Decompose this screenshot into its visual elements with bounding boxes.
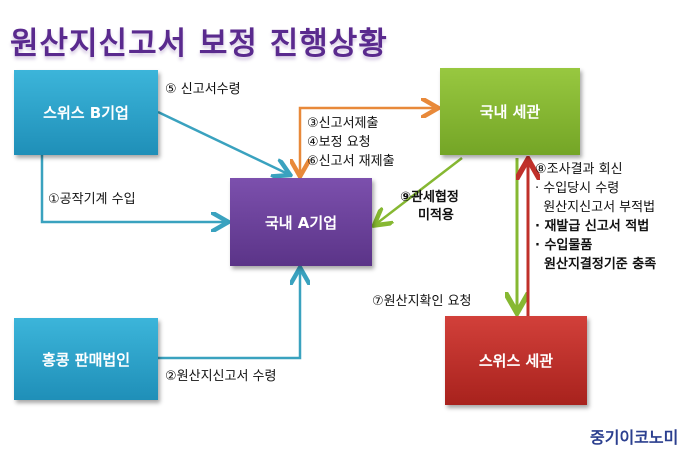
arrow-customs-to-a <box>376 157 463 224</box>
box-swiss-customs: 스위스 세관 <box>445 316 587 405</box>
label-step4: ④보정 요청 <box>307 135 371 150</box>
label-step8: ⑧조사결과 회신 <box>535 162 623 177</box>
label-step1: ①공작기계 수입 <box>48 192 136 207</box>
label-step2: ②원산지신고서 수령 <box>165 369 277 384</box>
label-step8-item: · 재발급 신고서 적법 <box>535 219 650 234</box>
box-swiss-b-company: 스위스 B기업 <box>14 70 158 155</box>
label-step8-item: 원산지신고서 부적법 <box>535 200 656 215</box>
box-hongkong-sales: 홍콩 판매법인 <box>14 318 158 400</box>
diagram-title: 원산지신고서 보정 진행상황 <box>10 26 388 62</box>
arrow-b-to-a <box>157 110 288 174</box>
label-step8-item: · 수입당시 수령 <box>535 181 620 196</box>
label-step3: ③신고서제출 <box>307 116 379 131</box>
label-step5: ⑤ 신고서수령 <box>165 82 241 97</box>
label-step8-item: · 수입물품 <box>535 238 593 253</box>
box-domestic-a-company: 국내 A기업 <box>230 178 372 266</box>
arrow-import <box>40 155 226 222</box>
arrow-hongkong-to-a <box>158 270 300 360</box>
label-step9-line2: 미적용 <box>418 208 454 223</box>
label-step8-item: 원산지결정기준 충족 <box>535 257 657 272</box>
label-step9-line1: ⑨관세협정 <box>400 190 459 205</box>
label-step7: ⑦원산지확인 요청 <box>372 294 472 309</box>
label-step6: ⑥신고서 재제출 <box>307 154 395 169</box>
arrow-a-customs-orange <box>300 108 436 174</box>
box-domestic-customs: 국내 세관 <box>440 68 580 155</box>
publisher-logo: 중기이코노미 <box>590 428 679 447</box>
